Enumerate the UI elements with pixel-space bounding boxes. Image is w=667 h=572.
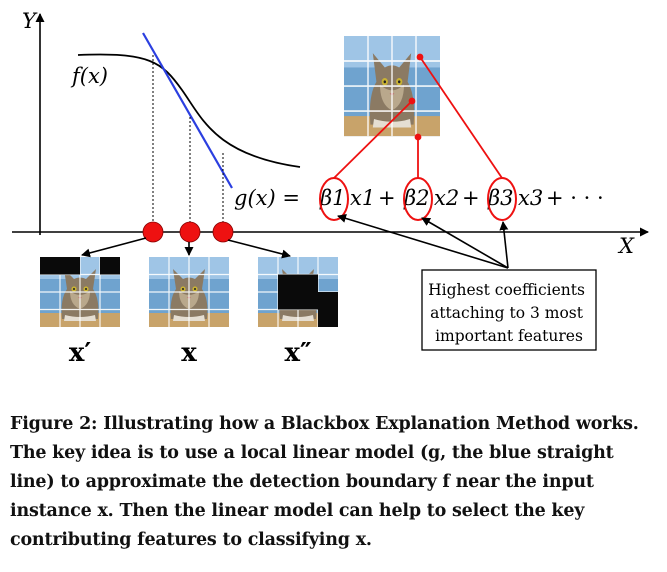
- y-axis-label: Y: [22, 9, 38, 33]
- term-1-coef: β1: [319, 186, 346, 210]
- callout-line-2: attaching to 3 most: [430, 304, 584, 322]
- formula-lhs: g(x) =: [234, 186, 300, 210]
- curve-label-f: f(x): [70, 64, 108, 88]
- term-1-var: x1: [350, 186, 375, 210]
- callout-box: Highest coefficients attaching to 3 most…: [421, 269, 597, 351]
- sample-point-x-double-prime: [212, 221, 234, 243]
- term-3-var: x3: [518, 186, 543, 210]
- term-3-coef: β3: [487, 186, 514, 210]
- blackbox-explanation-diagram: Y X f(x) g(x) = β1 x1 + β2 x2 + β3 x3 + …: [12, 9, 649, 368]
- sample-image-x-double-prime: [257, 256, 339, 328]
- sample-label-x: x: [181, 338, 197, 368]
- sample-point-x: [179, 221, 201, 243]
- callout-line-3: important features: [435, 327, 583, 345]
- tangent-line-g: [142, 32, 233, 189]
- term-1-op: +: [378, 186, 396, 210]
- sample-label-x-double-prime: x″: [284, 338, 311, 368]
- sample-image-x-prime: [39, 256, 121, 328]
- sample-label-x-prime: x′: [69, 338, 92, 368]
- x-axis-label: X: [617, 234, 635, 258]
- sample-image-x: [148, 256, 230, 328]
- term-2-coef: β2: [403, 186, 430, 210]
- sample-point-x-prime: [142, 221, 164, 243]
- decision-curve-f: [77, 53, 301, 168]
- term-2-op: +: [462, 186, 480, 210]
- drop-lines: [152, 55, 224, 230]
- point-to-image-arrows: [81, 237, 291, 259]
- linear-model-formula: g(x) = β1 x1 + β2 x2 + β3 x3 + · · ·: [234, 186, 604, 210]
- sample-points: [142, 221, 234, 243]
- figure-caption: Figure 2: Illustrating how a Blackbox Ex…: [10, 414, 639, 550]
- term-2-var: x2: [434, 186, 459, 210]
- callout-arrows: [337, 214, 509, 269]
- svg-text:Highest coefficients att: Highest coefficients attaching to 3 most…: [428, 281, 590, 345]
- feature-lines: [333, 53, 503, 179]
- term-3-op: + · · ·: [546, 186, 604, 210]
- callout-line-1: Highest coefficients: [428, 281, 585, 299]
